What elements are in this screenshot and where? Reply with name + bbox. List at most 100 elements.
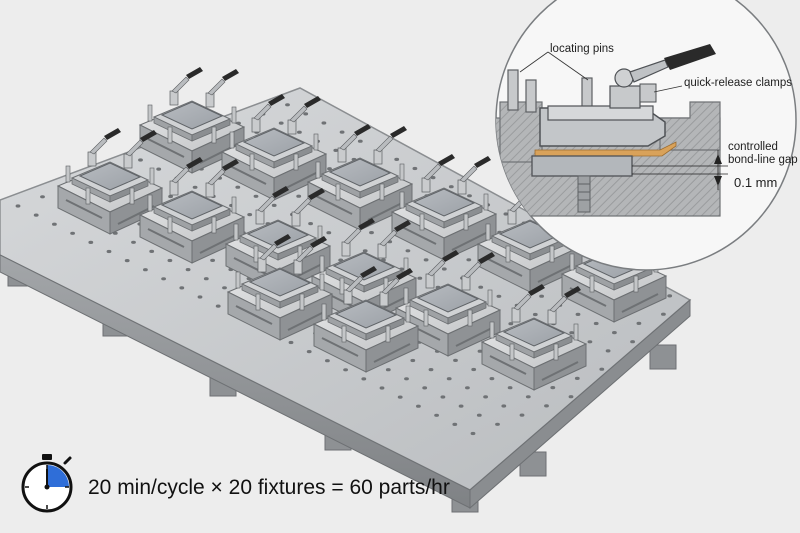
plate-hole (369, 231, 374, 235)
plate-hole (483, 395, 488, 399)
quick-release-clamp[interactable] (421, 154, 455, 193)
quick-release-clamp[interactable] (169, 67, 203, 106)
quick-release-clamp[interactable] (287, 96, 321, 135)
locating-pin (633, 275, 639, 293)
quick-release-clamp[interactable] (169, 157, 203, 196)
plate-hole (40, 195, 45, 199)
quick-release-clamp[interactable] (123, 130, 157, 169)
plate-hole (88, 240, 94, 244)
plate-hole (501, 404, 507, 408)
quick-release-clamp[interactable] (379, 268, 413, 307)
quick-release-clamp[interactable] (255, 186, 289, 225)
plate-hole (544, 404, 549, 408)
plate-hole (124, 259, 130, 263)
quick-release-clamp[interactable] (337, 124, 371, 163)
plate-hole (168, 194, 174, 199)
quick-release-clamp[interactable] (205, 69, 239, 108)
throughput-formula: 20 min/cycle × 20 fixtures = 60 parts/hr (88, 476, 450, 499)
quick-release-clamp[interactable] (341, 218, 375, 257)
locating-pin (403, 287, 409, 305)
plate-hole (167, 258, 173, 263)
bonded-part (242, 128, 306, 157)
fixture-unit[interactable] (138, 157, 246, 264)
quick-release-clamp[interactable] (87, 128, 121, 167)
quick-release-clamp[interactable] (251, 94, 285, 133)
quick-release-clamp[interactable] (511, 284, 545, 323)
plate-hole (550, 386, 556, 390)
locating-pin (255, 293, 261, 311)
bonded-part (416, 284, 480, 313)
plate-hole (466, 258, 472, 262)
plate-hole (428, 368, 434, 372)
plate-hole (496, 294, 502, 298)
locating-pin (315, 161, 321, 179)
plate-hole (448, 185, 454, 189)
fixture-unit[interactable] (476, 186, 584, 293)
quick-release-clamp[interactable] (425, 250, 459, 289)
bonded-part (248, 268, 312, 297)
plate-hole (278, 121, 284, 125)
locating-pin (85, 187, 91, 205)
plate-hole (70, 231, 75, 235)
plate-hole (131, 240, 136, 244)
fixture-unit[interactable] (390, 154, 498, 261)
bonded-part (160, 101, 224, 130)
locating-pin (569, 253, 575, 271)
quick-release-clamp[interactable] (377, 220, 411, 259)
locating-pin (167, 126, 173, 144)
fixture-unit[interactable] (56, 128, 164, 235)
plate-hole (397, 395, 403, 399)
plate-hole (532, 312, 538, 317)
locating-pin (485, 223, 491, 241)
locating-pin (231, 106, 237, 124)
plate-hole (297, 130, 302, 134)
plate-hole (306, 350, 312, 354)
fixture-unit[interactable] (306, 124, 414, 231)
locating-pin (313, 133, 319, 151)
locating-pin (549, 245, 555, 263)
plate-hole (416, 404, 421, 408)
plate-hole (288, 340, 294, 345)
fixture-unit[interactable] (220, 94, 328, 201)
plate-hole (404, 377, 409, 381)
locating-pin (487, 289, 493, 307)
plate-hole (465, 386, 470, 390)
locating-pin (385, 325, 391, 343)
locating-pin (339, 277, 345, 295)
quick-release-clamp[interactable] (257, 234, 291, 273)
plate-hole (446, 377, 452, 381)
plate-hole (138, 158, 143, 162)
fixture-unit[interactable] (312, 266, 420, 373)
locating-pin (233, 223, 239, 241)
plate-hole (327, 167, 332, 171)
plate-hole (667, 294, 673, 298)
quick-release-clamp[interactable] (457, 156, 491, 195)
fixture-unit[interactable] (226, 234, 334, 341)
plate-hole (52, 222, 57, 226)
plate-hole (235, 185, 241, 189)
plate-hole (417, 276, 423, 280)
fixture-unit[interactable] (394, 250, 502, 357)
quick-release-clamp[interactable] (293, 236, 327, 275)
plate-hole (215, 304, 221, 308)
quick-release-clamp[interactable] (547, 286, 581, 325)
locating-pin (211, 216, 217, 234)
bonded-part (412, 188, 476, 217)
quick-release-clamp[interactable] (291, 188, 325, 227)
quick-release-clamp[interactable] (343, 266, 377, 305)
locating-pin (483, 193, 489, 211)
plate-hole (476, 413, 482, 417)
plate-hole (593, 321, 599, 326)
quick-release-clamp[interactable] (373, 126, 407, 165)
fixture-unit[interactable] (480, 284, 588, 391)
quick-release-clamp[interactable] (205, 159, 239, 198)
plate-hole (495, 422, 500, 426)
plate-hole (247, 213, 253, 217)
plate-hole (296, 194, 302, 198)
locating-pin (405, 305, 411, 323)
plate-hole (458, 404, 464, 408)
plate-hole (489, 377, 495, 381)
quick-release-clamp[interactable] (461, 252, 495, 291)
plate-hole (471, 367, 477, 372)
locating-pin (489, 321, 495, 339)
